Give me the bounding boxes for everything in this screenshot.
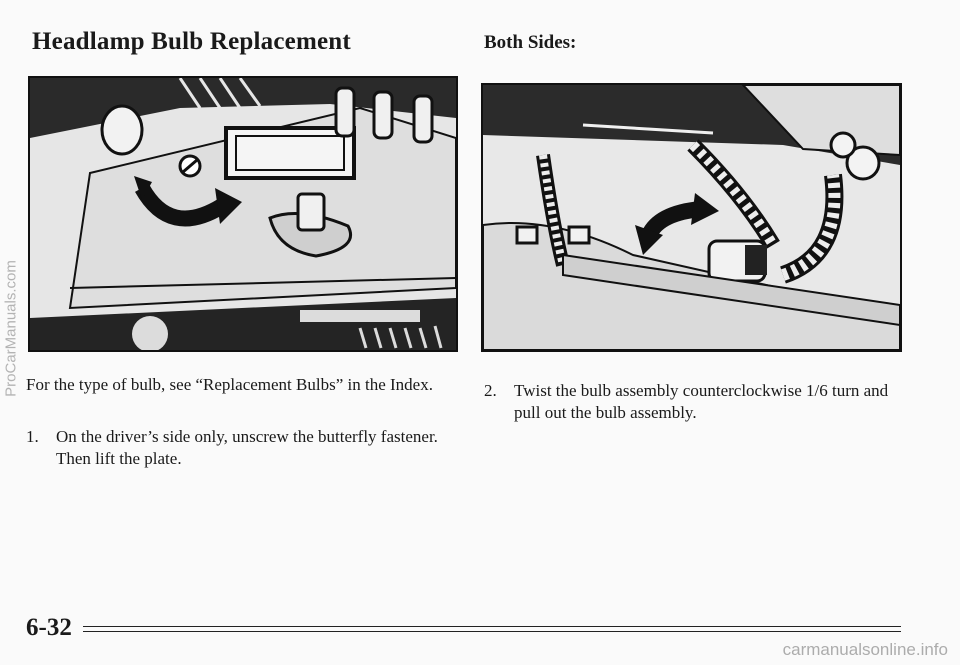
footer-rule-bottom	[83, 631, 901, 632]
headlamp-access-plate-illustration	[28, 76, 458, 352]
page-title: Headlamp Bulb Replacement	[32, 28, 351, 55]
step-1: 1. On the driver’s side only, unscrew th…	[26, 426, 446, 470]
bulb-assembly-drawing	[483, 85, 900, 350]
page-number: 6-32	[26, 614, 72, 641]
step-2-number: 2.	[484, 381, 497, 400]
step-1-number: 1.	[26, 427, 39, 446]
step-2: 2. Twist the bulb assembly counterclockw…	[484, 380, 904, 424]
intro-paragraph: For the type of bulb, see “Replacement B…	[26, 375, 433, 394]
step-1-text: On the driver’s side only, unscrew the b…	[56, 427, 438, 468]
headlamp-access-plate-drawing	[30, 78, 456, 350]
subheading-both-sides: Both Sides:	[484, 32, 577, 53]
bulb-assembly-twist-illustration	[481, 83, 902, 352]
side-watermark: ProCarManuals.com	[2, 260, 20, 397]
footer-rule-top	[83, 626, 901, 627]
bottom-watermark: carmanualsonline.info	[782, 640, 948, 659]
step-2-text: Twist the bulb assembly counterclockwise…	[514, 381, 889, 422]
